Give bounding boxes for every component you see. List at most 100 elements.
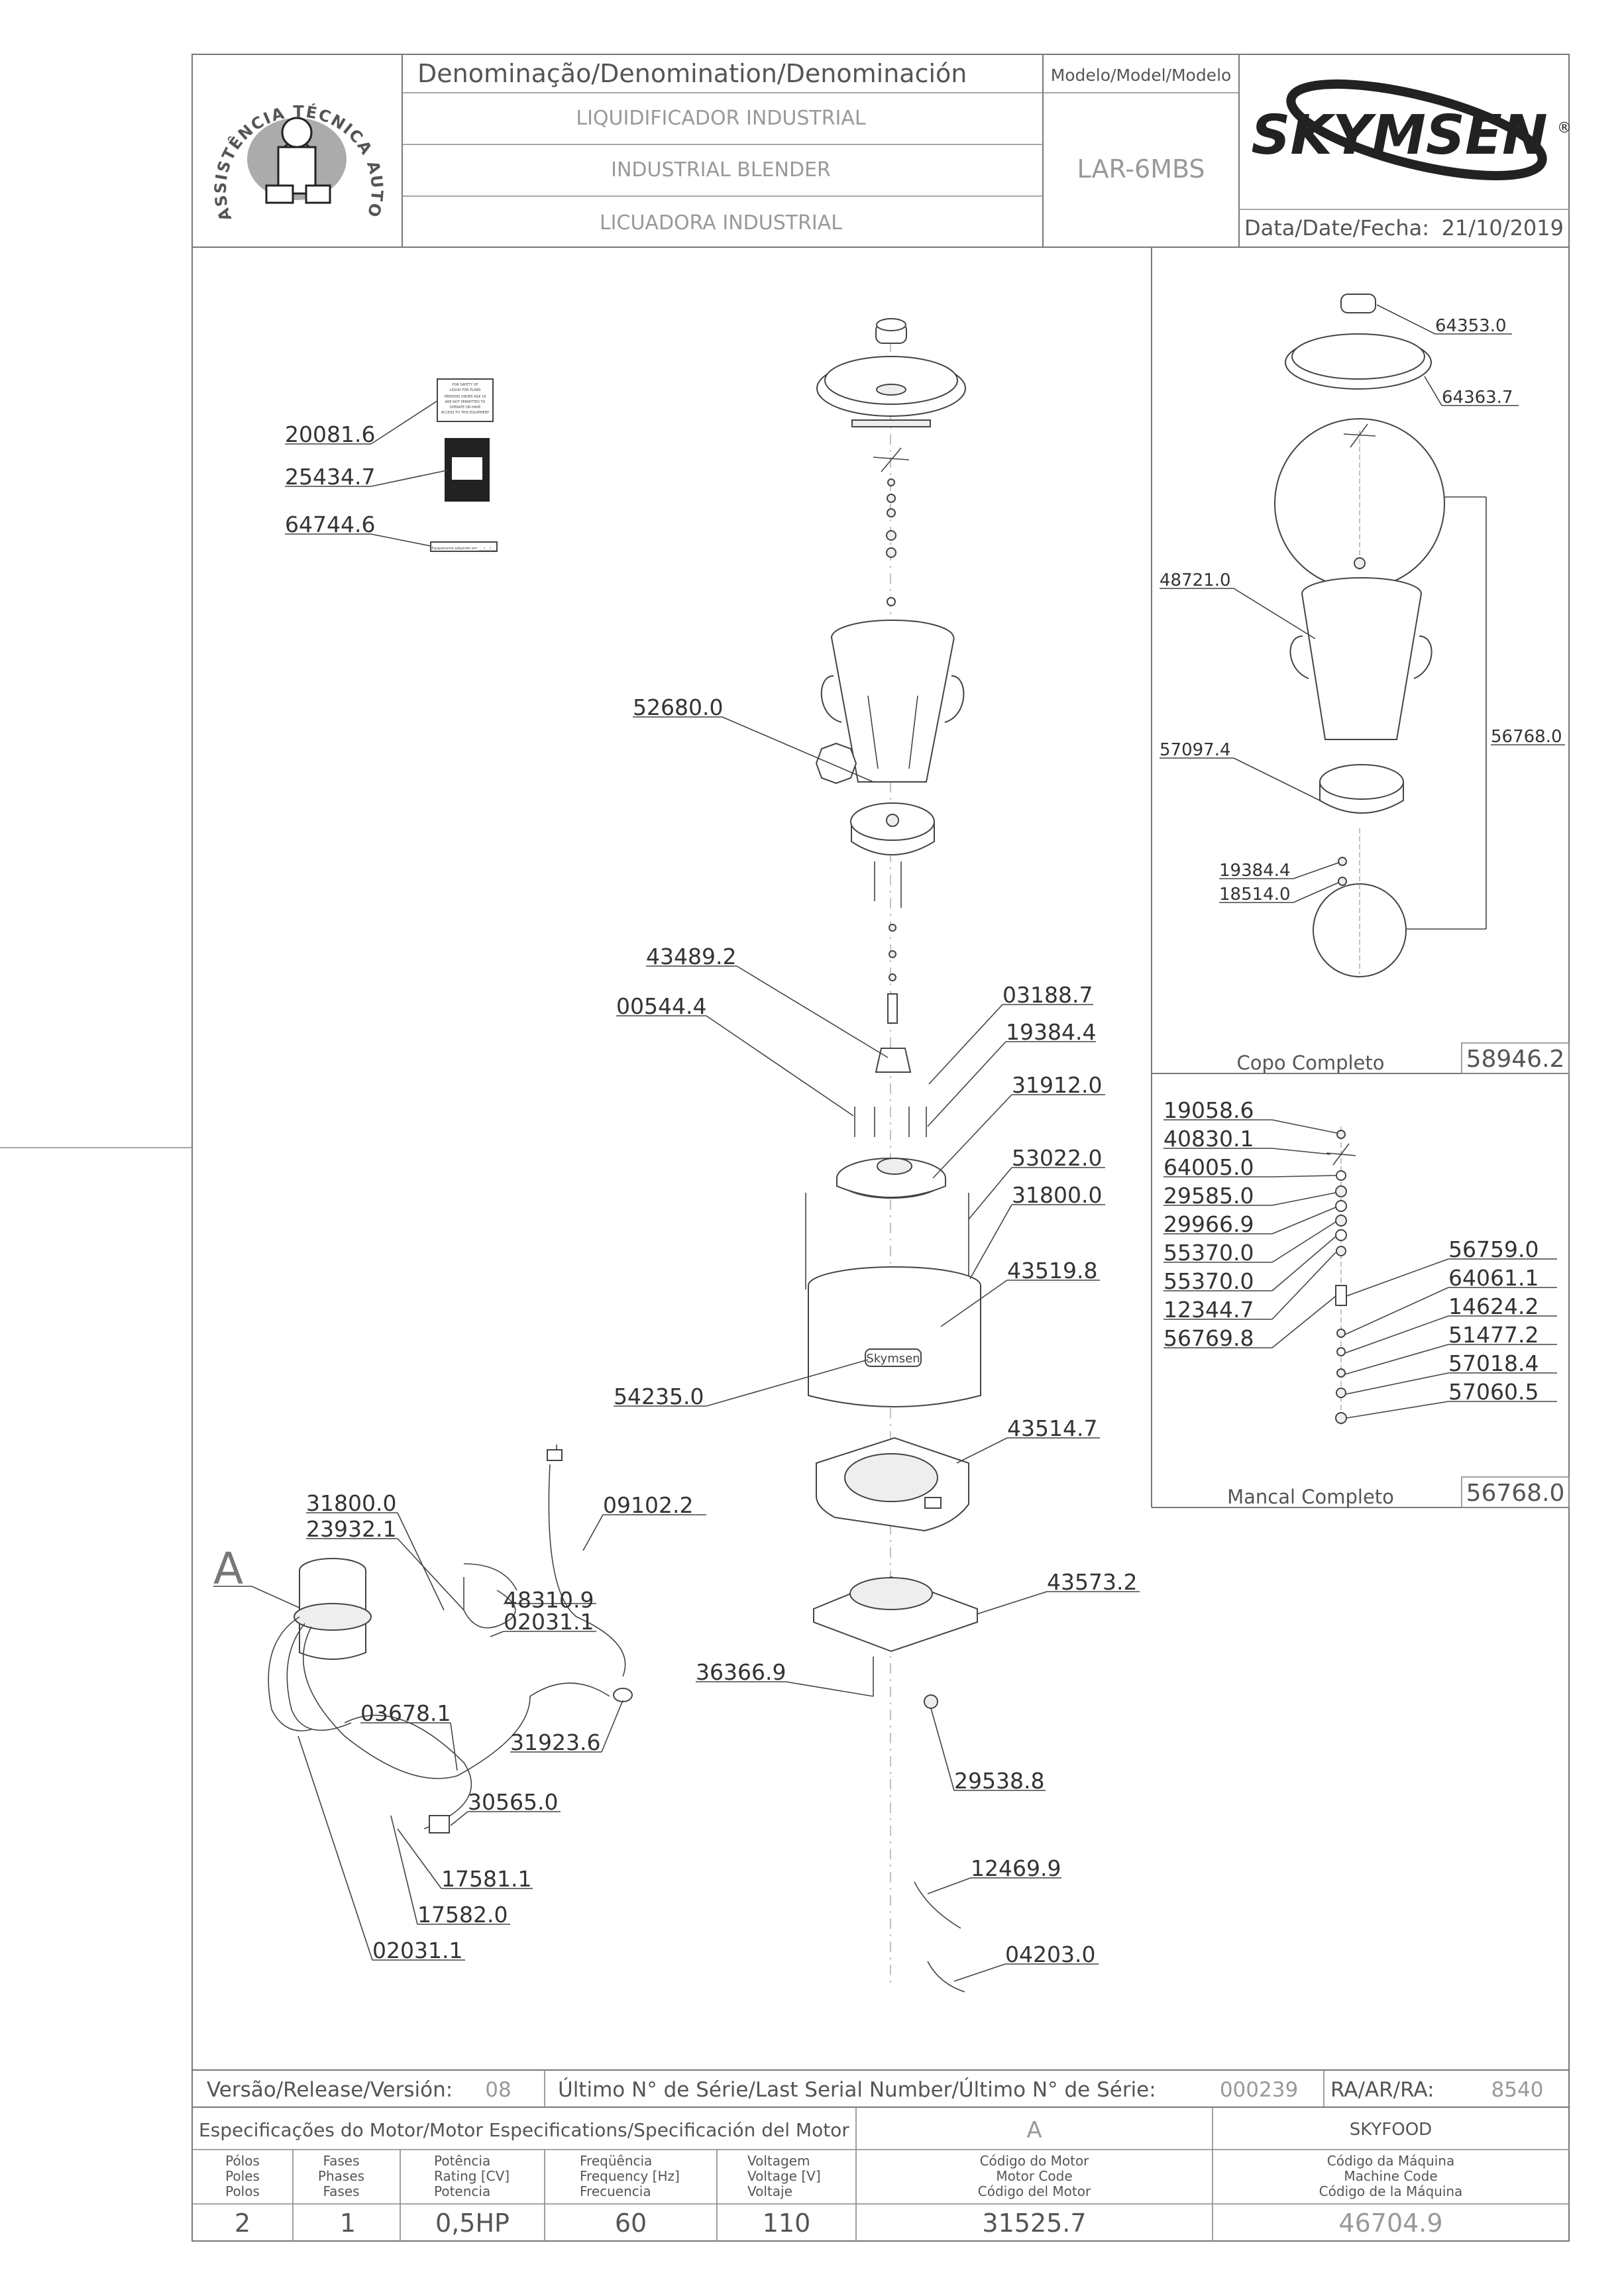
denomination-label: Denominação/Denomination/Denominación bbox=[417, 59, 967, 88]
part-number: 64061.1 bbox=[1448, 1265, 1539, 1291]
svg-text:PERSONS UNDER AGE 16: PERSONS UNDER AGE 16 bbox=[444, 395, 486, 399]
copo-code: 58946.2 bbox=[1466, 1046, 1565, 1073]
warning-text-lines: FOR SAFETY OF LIQUID FOR PLANS PERSONS U… bbox=[441, 383, 490, 415]
leader-lines bbox=[285, 400, 1140, 1982]
machine-code-value: 46704.9 bbox=[1338, 2209, 1442, 2238]
part-number: 04203.0 bbox=[1005, 1941, 1095, 1967]
main-part-numbers: 20081.6 25434.7 64744.6 52680.0 43489.2 … bbox=[285, 421, 1137, 1967]
part-number: 30565.0 bbox=[468, 1789, 558, 1815]
part-number: 31923.6 bbox=[510, 1729, 600, 1755]
motor-base bbox=[816, 1437, 969, 1532]
date-label: Data/Date/Fecha: bbox=[1244, 215, 1429, 241]
loose-cables bbox=[914, 1881, 965, 1993]
part-number: 56759.0 bbox=[1448, 1236, 1539, 1262]
part-number: 57060.5 bbox=[1448, 1379, 1539, 1405]
wire-harness bbox=[268, 1445, 633, 1833]
part-number: 43519.8 bbox=[1007, 1258, 1097, 1284]
switch-connector bbox=[429, 1815, 450, 1833]
wiring-part-numbers: 31800.0 23932.1 09102.2 48310.9 02031.1 … bbox=[306, 1490, 693, 1963]
svg-text:Voltage [V]: Voltage [V] bbox=[747, 2168, 821, 2184]
svg-text:LIQUID FOR PLANS: LIQUID FOR PLANS bbox=[450, 388, 481, 392]
part-number: 48721.0 bbox=[1160, 571, 1231, 590]
svg-text:Machine Code: Machine Code bbox=[1344, 2168, 1437, 2184]
svg-text:Potencia: Potencia bbox=[434, 2183, 490, 2199]
svg-text:Rating [CV]: Rating [CV] bbox=[434, 2168, 510, 2184]
part-number: 43514.7 bbox=[1007, 1415, 1097, 1441]
svg-text:Fases: Fases bbox=[323, 2183, 359, 2199]
svg-text:ACCESS TO THIS EQUIPMENT: ACCESS TO THIS EQUIPMENT bbox=[441, 411, 490, 415]
copo-drawing bbox=[1274, 294, 1487, 977]
main-exploded-view: Skymsen FOR SAFETY OF LIQUID FOR PLANS bbox=[285, 318, 1140, 1993]
part-number: 25434.7 bbox=[285, 464, 375, 490]
part-number: 53022.0 bbox=[1012, 1145, 1102, 1171]
model-value: LAR-6MBS bbox=[1077, 154, 1205, 184]
part-number: 29585.0 bbox=[1163, 1183, 1254, 1209]
ra-value: 8540 bbox=[1491, 2078, 1544, 2102]
ra-label: RA/AR/RA: bbox=[1330, 2078, 1434, 2102]
part-number: 31912.0 bbox=[1012, 1072, 1102, 1098]
svg-text:Voltagem: Voltagem bbox=[747, 2153, 810, 2169]
svg-text:Potência: Potência bbox=[434, 2153, 490, 2169]
copo-part-numbers: 64353.0 64363.7 48721.0 56768.0 57097.4 … bbox=[1160, 316, 1562, 904]
part-number: 09102.2 bbox=[603, 1492, 693, 1518]
part-number: 36366.9 bbox=[696, 1659, 786, 1685]
motor-top-plate bbox=[805, 1158, 969, 1289]
wiring-detail: A bbox=[213, 1445, 706, 1963]
svg-text:Código da Máquina: Código da Máquina bbox=[1327, 2153, 1454, 2169]
blade-and-small-parts bbox=[873, 447, 910, 606]
part-number: 48310.9 bbox=[504, 1587, 594, 1613]
mancal-part-numbers: 19058.6 40830.1 64005.0 29585.0 29966.9 … bbox=[1163, 1097, 1539, 1405]
serial-value: 000239 bbox=[1220, 2078, 1298, 2102]
part-number: 54235.0 bbox=[614, 1384, 704, 1409]
copo-title: Copo Completo bbox=[1236, 1052, 1384, 1074]
mancal-leaders bbox=[1163, 1119, 1557, 1419]
part-number: 55370.0 bbox=[1163, 1240, 1254, 1266]
capacitor-assembly bbox=[294, 1558, 372, 1660]
power-value: 0,5HP bbox=[435, 2209, 510, 2238]
part-number: 18514.0 bbox=[1219, 885, 1291, 904]
part-number: 20081.6 bbox=[285, 421, 375, 447]
wiring-leader-lines bbox=[297, 1512, 706, 1961]
part-number: 31800.0 bbox=[1012, 1182, 1102, 1208]
detail-marker-a: A bbox=[213, 1543, 243, 1594]
part-number: 51477.2 bbox=[1448, 1322, 1539, 1348]
part-number: 64744.6 bbox=[285, 512, 375, 537]
part-number: 02031.1 bbox=[372, 1938, 462, 1963]
part-number: 55370.0 bbox=[1163, 1268, 1254, 1294]
part-number: 43573.2 bbox=[1047, 1569, 1137, 1595]
brand-name: SKYMSEN bbox=[1251, 104, 1547, 167]
svg-text:Pólos: Pólos bbox=[225, 2153, 260, 2169]
mancal-completo-panel: Mancal Completo 56768.0 bbox=[1152, 1097, 1570, 1508]
part-number: 40830.1 bbox=[1163, 1126, 1254, 1152]
part-number: 57097.4 bbox=[1160, 740, 1231, 760]
housing-brand-sticker: Skymsen bbox=[866, 1352, 920, 1366]
motor-letter: A bbox=[1026, 2117, 1042, 2144]
part-number: 02031.1 bbox=[504, 1609, 594, 1635]
coupling bbox=[854, 1048, 927, 1137]
svg-text:Phases: Phases bbox=[318, 2168, 364, 2184]
part-number: 19384.4 bbox=[1219, 861, 1291, 881]
svg-text:Voltaje: Voltaje bbox=[747, 2183, 792, 2199]
serial-label: Último N° de Série/Last Serial Number/Úl… bbox=[558, 2077, 1156, 2102]
part-number: 17581.1 bbox=[441, 1866, 531, 1892]
part-number: 52680.0 bbox=[633, 694, 723, 720]
version-value: 08 bbox=[485, 2078, 511, 2102]
spec-values: 2 1 0,5HP 60 110 31525.7 46704.9 bbox=[235, 2209, 1443, 2238]
svg-text:Frequency [Hz]: Frequency [Hz] bbox=[580, 2168, 680, 2184]
warning-labels: FOR SAFETY OF LIQUID FOR PLANS PERSONS U… bbox=[430, 378, 498, 552]
part-number: 23932.1 bbox=[306, 1516, 396, 1542]
part-number: 57018.4 bbox=[1448, 1350, 1539, 1376]
part-number: 64363.7 bbox=[1442, 388, 1513, 408]
machine-brand: SKYFOOD bbox=[1350, 2120, 1432, 2140]
part-number: 29538.8 bbox=[954, 1768, 1044, 1794]
title-block: ASSISTÊNCIA TÉCNICA AUTORIZADA Denominaç… bbox=[0, 0, 1572, 248]
frequency-value: 60 bbox=[615, 2209, 647, 2238]
mancal-code: 56768.0 bbox=[1466, 1480, 1565, 1507]
svg-text:Fases: Fases bbox=[323, 2153, 359, 2169]
part-number: 12344.7 bbox=[1163, 1297, 1254, 1323]
part-number: 64353.0 bbox=[1435, 316, 1507, 336]
jar-callout-octagon bbox=[815, 742, 857, 785]
jar-base bbox=[850, 802, 935, 1024]
warranty-tag-text: Equipamento adquirido em: ___/___/___ bbox=[431, 547, 496, 551]
